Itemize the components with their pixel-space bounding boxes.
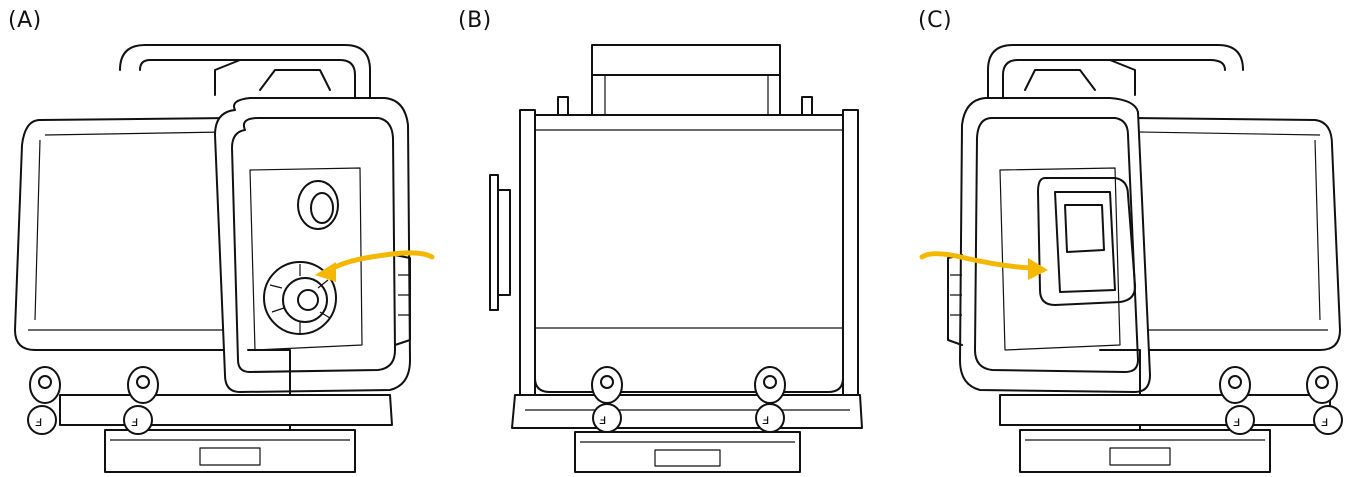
curved-rotation-arrow-left-icon	[919, 251, 1033, 271]
panel-label-b: (B)	[458, 8, 492, 33]
rotation-arrow-c	[919, 251, 1048, 280]
rotation-arrow-a	[315, 250, 435, 282]
latch-right-a: ⅎ	[123, 366, 159, 435]
device-side-view-c: ⅎ ⅎ	[919, 44, 1343, 473]
panel-label-c: (C)	[918, 8, 953, 33]
panel-a: (A)	[0, 0, 450, 477]
mounting-base	[59, 394, 393, 426]
device-front-view-b: ⅎ ⅎ	[489, 44, 863, 473]
rear-housing	[1134, 117, 1341, 351]
curved-rotation-arrow-right-icon	[327, 250, 435, 273]
latch-right-c: ⅎ	[1306, 366, 1343, 435]
latch-right-b: ⅎ	[754, 366, 786, 433]
latch-left-a: ⅎ	[27, 366, 61, 435]
display-window	[1037, 177, 1137, 306]
panel-c: (C) ⅎ	[900, 0, 1351, 477]
svg-text:ⅎ: ⅎ	[35, 414, 42, 430]
side-port	[489, 174, 499, 311]
front-housing	[959, 97, 1151, 393]
main-housing	[534, 114, 844, 393]
carry-handle	[119, 44, 371, 111]
panel-b: (B) ⅎ ⅎ	[450, 0, 900, 477]
svg-text:ⅎ: ⅎ	[762, 412, 769, 428]
latch-left-b: ⅎ	[591, 366, 623, 433]
carry-handle	[987, 44, 1244, 111]
mounting-base	[999, 394, 1331, 426]
svg-text:ⅎ: ⅎ	[131, 414, 138, 430]
svg-text:ⅎ: ⅎ	[1233, 414, 1240, 430]
mounting-base	[511, 394, 863, 429]
upper-port	[297, 180, 339, 230]
svg-text:ⅎ: ⅎ	[1321, 414, 1328, 430]
rear-housing	[14, 117, 231, 351]
device-side-view-a: ⅎ ⅎ	[14, 44, 435, 473]
panel-label-a: (A)	[8, 8, 42, 33]
svg-text:ⅎ: ⅎ	[599, 412, 606, 428]
carry-handle	[591, 44, 781, 116]
latch-left-c: ⅎ	[1219, 366, 1255, 435]
